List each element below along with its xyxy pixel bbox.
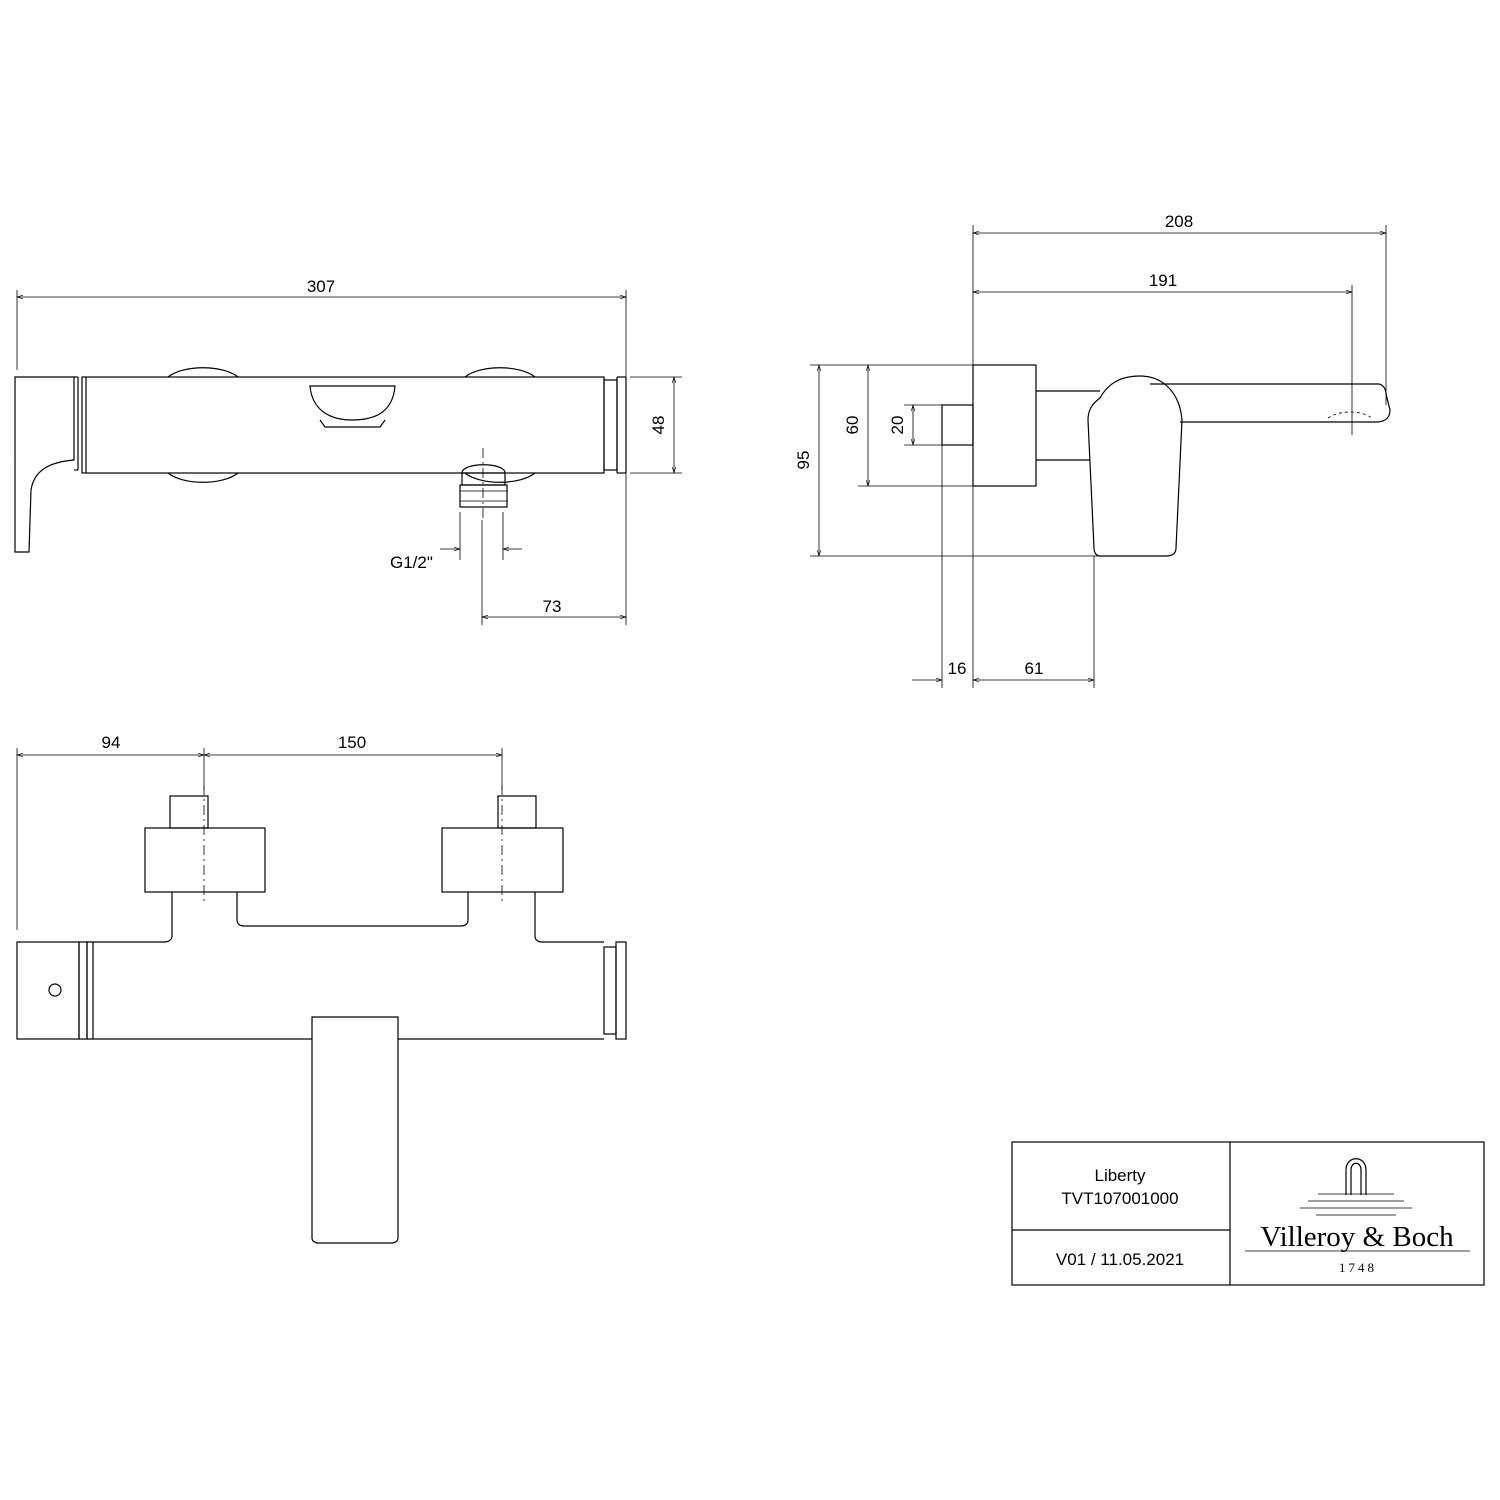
title-block: Liberty TVT107001000 V01 / 11.05.2021 Vi… <box>1011 1141 1485 1286</box>
dim-outlet-offset: 73 <box>543 597 562 616</box>
dim-total-height: 95 <box>794 451 813 470</box>
dim-connector-depth: 16 <box>948 659 967 678</box>
brand-logo-icon <box>1300 1158 1412 1216</box>
dim-thread: G1/2" <box>390 553 433 572</box>
dim-left-offset: 94 <box>102 733 121 752</box>
dim-handle-offset: 61 <box>1025 659 1044 678</box>
dim-spout-projection: 191 <box>1149 271 1177 290</box>
dim-front-height: 48 <box>649 416 668 435</box>
dim-body-height: 60 <box>843 416 862 435</box>
dim-total-projection: 208 <box>1165 212 1193 231</box>
dim-overall-width: 307 <box>307 277 335 296</box>
brand-year: 1748 <box>1339 1260 1377 1275</box>
product-name: Liberty <box>1094 1166 1146 1185</box>
brand-name: Villeroy & Boch <box>1260 1221 1454 1253</box>
dim-connector-height: 20 <box>888 416 907 435</box>
top-view: 94 150 <box>15 733 627 1244</box>
dim-inlet-spacing: 150 <box>338 733 366 752</box>
front-view: 307 G1/2" <box>14 277 682 625</box>
revision-date: V01 / 11.05.2021 <box>1056 1250 1184 1269</box>
side-view: 208 191 95 60 20 16 61 <box>794 212 1391 688</box>
article-number: TVT107001000 <box>1061 1189 1178 1208</box>
